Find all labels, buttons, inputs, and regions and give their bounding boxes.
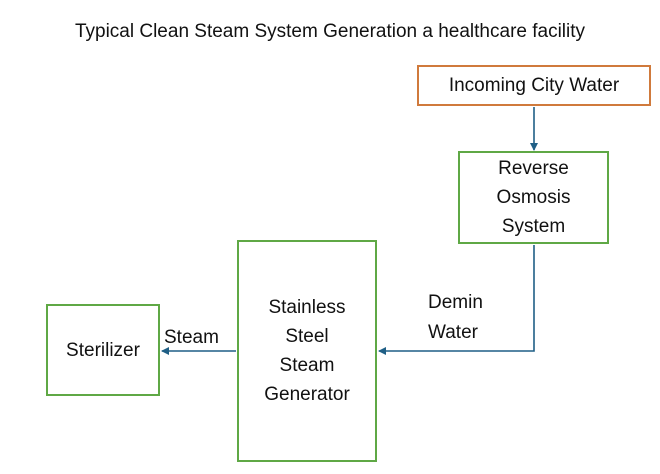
sterilizer-box: Sterilizer: [46, 304, 160, 396]
node-label: System: [501, 216, 566, 237]
node-label: Steel: [285, 326, 329, 347]
node-label: Osmosis: [496, 187, 571, 208]
diagram-title: Typical Clean Steam System Generation a …: [74, 21, 586, 42]
node-label: Incoming City Water: [448, 75, 620, 96]
incoming-city-water-box: Incoming City Water: [417, 65, 651, 106]
node-label: Reverse: [498, 158, 569, 179]
reverse-osmosis-box: Reverse Osmosis System: [458, 151, 609, 244]
node-label: Generator: [264, 384, 350, 405]
demin-water-label: Demin Water: [428, 288, 483, 348]
node-label: Stainless: [268, 297, 346, 318]
steam-label: Steam: [164, 327, 219, 348]
node-label: Sterilizer: [66, 339, 140, 361]
steam-generator-box: Stainless Steel Steam Generator: [237, 240, 377, 462]
arrow-ro-to-generator: [378, 245, 535, 355]
node-label: Steam: [279, 355, 335, 376]
connector-label-line: Water: [428, 322, 478, 343]
connector-label-line: Demin: [428, 292, 483, 313]
